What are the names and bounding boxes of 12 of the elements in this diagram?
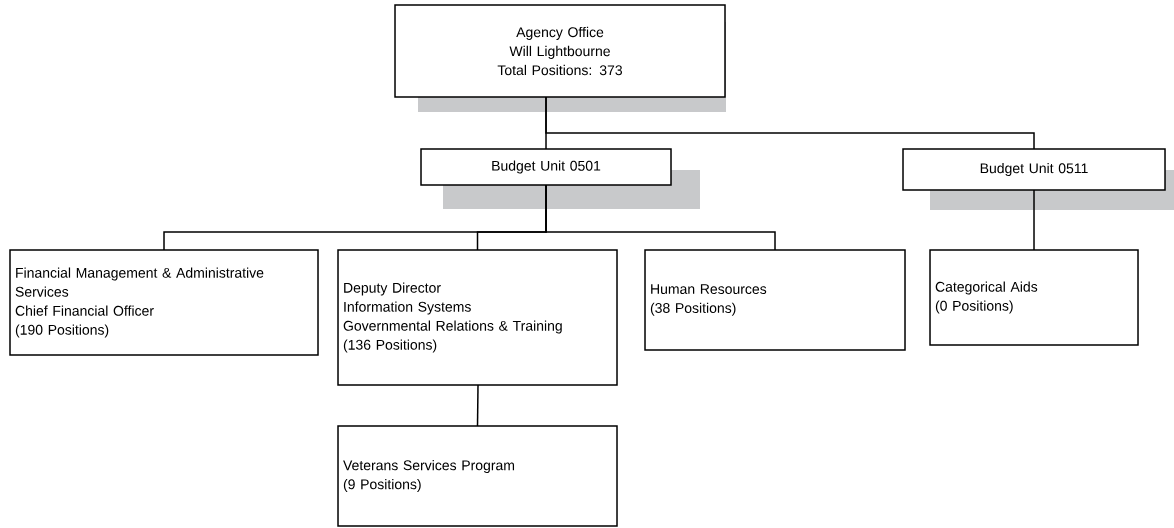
org-box: Agency Office Will Lightbourne Total Positions: 373 [394, 4, 726, 98]
org-box: Budget Unit 0501 [420, 148, 672, 186]
connector-line [476, 384, 479, 427]
org-box: Budget Unit 0511 [902, 148, 1166, 191]
org-box: Deputy Director Information Systems Governmental Relations & Training (136 Positions) [337, 249, 618, 386]
org-box: Financial Management & Administrative Services Chief Financial Officer (190 Positions) [9, 249, 319, 356]
connector-line [1033, 189, 1035, 251]
connector-line [545, 96, 1035, 150]
connector-line [545, 184, 776, 251]
org-box: Categorical Aids (0 Positions) [929, 249, 1139, 346]
org-box: Human Resources (38 Positions) [644, 249, 906, 351]
org-box: Veterans Services Program (9 Positions) [337, 425, 618, 527]
